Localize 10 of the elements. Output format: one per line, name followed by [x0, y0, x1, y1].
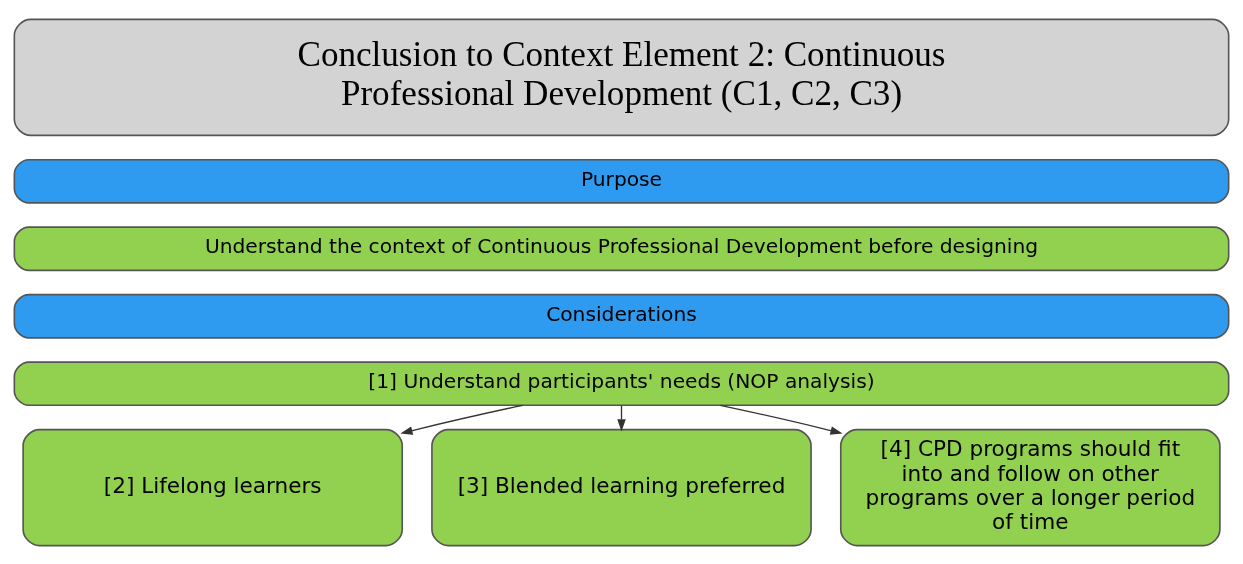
- node-box: [2] Lifelong learners: [22, 428, 404, 546]
- node-box: [1] Understand participants' needs (NOP analysis): [13, 360, 1230, 406]
- node-box: [4] CPD programs should fit into and follow on other programs over a longer period of time: [839, 428, 1221, 546]
- node-box: [3] Blended learning preferred: [431, 428, 812, 546]
- node-box: Conclusion to Context Element 2: Continuous Professional Development (C1, C2, C3): [13, 18, 1230, 136]
- node-box: Considerations: [13, 293, 1230, 339]
- arrow: [400, 404, 524, 435]
- arrow: [719, 404, 843, 435]
- node-box: Understand the context of Continuous Professional Development before designing: [13, 225, 1230, 271]
- node-box: Purpose: [13, 158, 1230, 204]
